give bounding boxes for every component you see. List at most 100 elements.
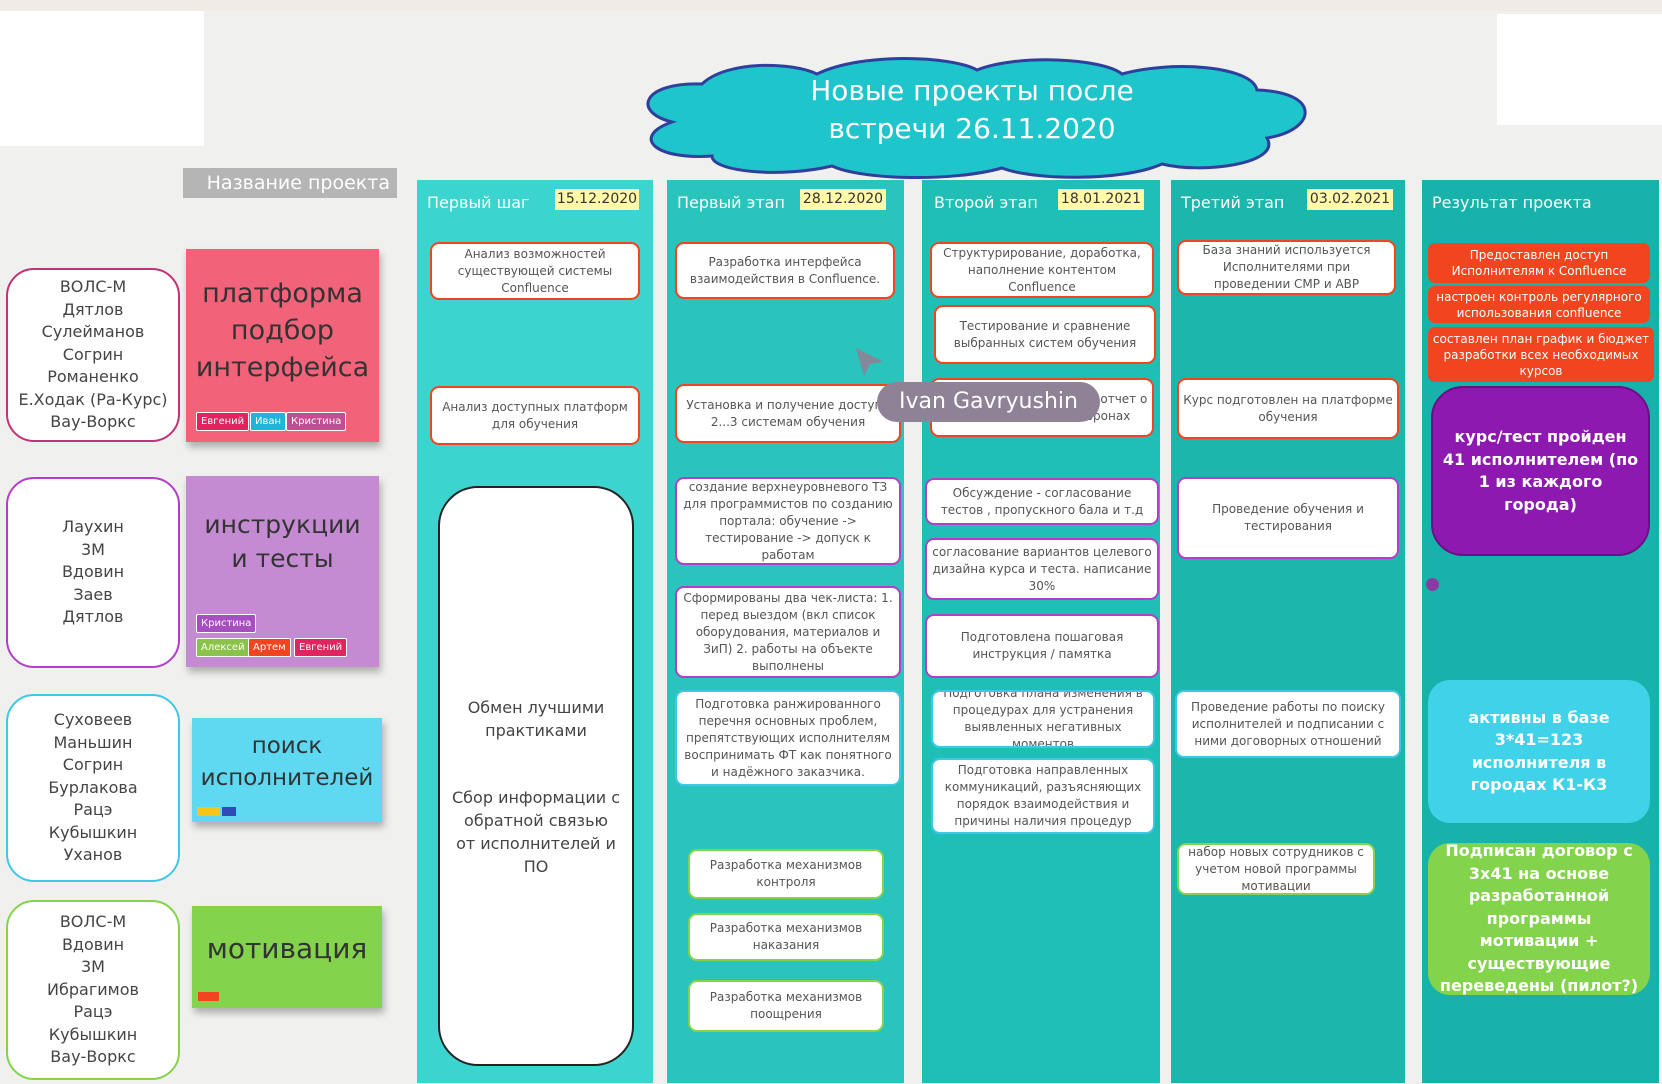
assignee-marker xyxy=(198,992,219,1001)
assignee-tag[interactable]: Кристина xyxy=(196,614,257,633)
team-box[interactable]: Суховеев Маньшин Согрин Бурлакова Рацэ К… xyxy=(6,694,180,882)
practice-card-text: Сбор информации с обратной связью от исп… xyxy=(452,788,620,876)
sticky-title-line: интерфейса xyxy=(195,352,370,383)
board-title-line1: Новые проекты после xyxy=(810,74,1134,107)
task-card[interactable]: создание верхнеуровневого ТЗ для програм… xyxy=(675,477,901,565)
collaborator-cursor-label: Ivan Gavryushin xyxy=(877,382,1100,422)
top-band xyxy=(0,0,1662,11)
sticky-title-line: платформа xyxy=(202,278,363,309)
task-card[interactable]: Установка и получение доступа 2...3 сист… xyxy=(675,384,901,443)
team-member: Бурлакова xyxy=(48,777,138,797)
sticky-title-line: поиск xyxy=(251,733,323,759)
task-card[interactable]: Проведение работы по поиску исполнителей… xyxy=(1175,690,1401,758)
title-cloud[interactable] xyxy=(632,52,1312,182)
team-member: Вау-Воркс xyxy=(50,1047,136,1067)
team-member: Рацэ xyxy=(73,800,113,820)
task-card[interactable]: Сформированы два чек-листа: 1. перед вые… xyxy=(675,586,901,678)
practice-card[interactable]: Обмен лучшими практиками Сбор информации… xyxy=(438,486,634,1066)
team-member: Дятлов xyxy=(62,607,124,627)
task-card[interactable]: набор новых сотрудников с учетом новой п… xyxy=(1177,843,1375,895)
project-sticky-search[interactable]: поиск исполнителей xyxy=(192,718,382,822)
result-card[interactable]: Предоставлен доступ Исполнителям к Confl… xyxy=(1428,243,1650,283)
column-date: 03.02.2021 xyxy=(1307,189,1393,210)
assignee-tag[interactable]: Евгений xyxy=(196,412,250,431)
task-card[interactable]: согласование вариантов целевого дизайна … xyxy=(925,538,1159,600)
assignee-tag[interactable]: Алексей xyxy=(196,638,250,657)
column-date: 28.12.2020 xyxy=(800,189,886,210)
team-member: Вдовин xyxy=(61,562,125,582)
task-card[interactable]: Разработка интерфейса взаимодействия в C… xyxy=(675,242,895,299)
board-title: Новые проекты после встречи 26.11.2020 xyxy=(632,72,1312,148)
assignee-tag[interactable]: Артем xyxy=(248,638,291,657)
sticky-title-line: мотивация xyxy=(206,932,368,965)
result-card[interactable]: составлен план график и бюджет разработк… xyxy=(1428,327,1654,382)
task-card[interactable]: Тестирование и сравнение выбранных систе… xyxy=(934,305,1156,364)
sticky-title: платформа подбор интерфейса xyxy=(186,275,379,386)
sticky-title-line: инструкции xyxy=(204,510,361,539)
column-title: Результат проекта xyxy=(1432,193,1592,212)
team-box[interactable]: ВОЛС-М Дятлов Сулейманов Согрин Романенк… xyxy=(6,268,180,442)
task-card[interactable]: Разработка механизмов контроля xyxy=(688,849,884,899)
result-card[interactable]: активны в базе 3*41=123 исполнителя в го… xyxy=(1428,680,1650,823)
assignee-marker xyxy=(197,807,220,816)
task-card[interactable]: Подготовка ранжированного перечня основн… xyxy=(675,690,901,786)
column-title: Третий этап xyxy=(1181,193,1285,212)
task-card[interactable]: Разработка механизмов наказания xyxy=(688,913,884,961)
task-card[interactable]: Проведение обучения и тестирования xyxy=(1177,477,1399,559)
team-member: Рацэ xyxy=(73,1002,113,1022)
team-member: Маньшин xyxy=(53,732,133,752)
task-card[interactable]: Анализ доступных платформ для обучения xyxy=(430,386,640,445)
team-member: Кубышкин xyxy=(48,822,138,842)
column-date: 15.12.2020 xyxy=(555,189,639,210)
team-member: Дятлов xyxy=(62,299,124,319)
project-sticky-instructions[interactable]: инструкции и тесты Кристина Алексей Арте… xyxy=(186,476,379,667)
team-member: 3М xyxy=(81,957,105,977)
column-date: 18.01.2021 xyxy=(1058,189,1144,210)
board-title-line2: встречи 26.11.2020 xyxy=(828,112,1116,145)
task-card[interactable]: Разработка механизмов поощрения xyxy=(688,980,884,1032)
result-card[interactable]: настроен контроль регулярного использова… xyxy=(1428,286,1650,323)
team-member: Уханов xyxy=(63,845,123,865)
team-member: Заев xyxy=(73,584,113,604)
team-member: Романенко xyxy=(47,367,139,387)
task-card[interactable]: База знаний используется Исполнителями п… xyxy=(1177,240,1396,295)
assignee-tag[interactable]: Иван xyxy=(250,412,287,431)
task-card[interactable]: Обсуждение - согласование тестов , пропу… xyxy=(925,478,1159,525)
team-member: ВОЛС-М xyxy=(59,277,127,297)
assignee-tag[interactable]: Евгений xyxy=(294,638,348,657)
column-title: Второй этап xyxy=(934,193,1038,212)
task-card[interactable]: Анализ возможностей существующей системы… xyxy=(430,242,640,300)
project-sticky-platform[interactable]: платформа подбор интерфейса Евгений Иван… xyxy=(186,249,379,442)
team-member: 3М xyxy=(81,539,105,559)
practice-card-text: Обмен лучшими практиками xyxy=(467,698,605,740)
team-member: Согрин xyxy=(62,755,124,775)
project-sticky-motivation[interactable]: мотивация xyxy=(192,906,382,1008)
team-box[interactable]: Лаухин 3М Вдовин Заев Дятлов xyxy=(6,477,180,668)
team-member: Суховеев xyxy=(53,710,133,730)
team-member: ВОЛС-М xyxy=(59,912,127,932)
team-box[interactable]: ВОЛС-М Вдовин 3М Ибрагимов Рацэ Кубышкин… xyxy=(6,900,180,1080)
column-title: Первый этап xyxy=(677,193,785,212)
task-card[interactable]: Курс подготовлен на платформе обучения xyxy=(1177,378,1399,439)
project-name-header: Название проекта xyxy=(183,168,397,198)
team-member: Ибрагимов xyxy=(47,979,139,999)
task-card[interactable]: Подготовка направленных коммуникаций, ра… xyxy=(931,758,1155,834)
assignee-marker xyxy=(222,807,236,816)
task-card[interactable]: Подготовка плана изменения в процедурах … xyxy=(931,690,1155,748)
result-card[interactable]: курс/тест пройден 41 исполнителем (по 1 … xyxy=(1431,386,1650,556)
team-member: Кубышкин xyxy=(48,1024,138,1044)
task-card[interactable]: Подготовлена пошаговая инструкция / памя… xyxy=(925,614,1159,678)
task-card[interactable]: Структурирование, доработка, наполнение … xyxy=(930,242,1154,298)
team-member: Лаухин xyxy=(62,517,124,537)
sticky-title-line: подбор xyxy=(230,315,335,346)
blank-area-left xyxy=(0,11,204,146)
sticky-title: поиск исполнителей xyxy=(192,730,382,794)
team-member: Вау-Воркс xyxy=(50,412,136,432)
column-third-stage xyxy=(1171,180,1405,1083)
sticky-title-line: и тесты xyxy=(231,544,334,573)
result-card[interactable]: Подписан договор с 3х41 на основе разраб… xyxy=(1428,841,1650,995)
blank-area-right xyxy=(1497,14,1662,125)
team-member: Сулейманов xyxy=(41,322,145,342)
assignee-tag[interactable]: Кристина xyxy=(286,412,347,431)
sticky-title: инструкции и тесты xyxy=(186,508,379,576)
